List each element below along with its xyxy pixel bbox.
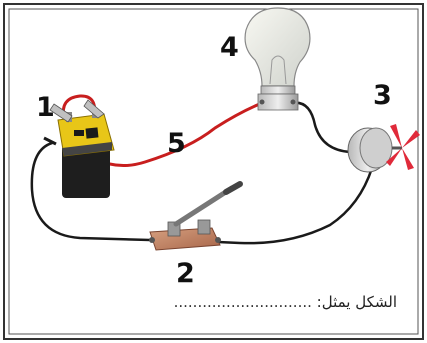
knife-switch [149,181,243,251]
wire-motor-switch [216,166,374,245]
figure-caption: الشكل يمثل: ............................… [174,293,397,311]
red-wire-5 [96,101,264,167]
label-5: 5 [167,128,186,159]
wire-lamp-motor [290,101,352,154]
light-bulb [244,7,311,111]
label-1: 1 [36,92,55,123]
outer-border [3,3,424,340]
label-4: 4 [220,32,239,63]
label-3: 3 [373,80,392,111]
caption-blank[interactable]: ............................. [173,293,312,311]
inner-border [8,8,419,335]
battery [43,99,115,198]
wire-battery-switch [30,141,152,242]
label-2: 2 [176,258,195,289]
caption-text: الشكل يمثل: [316,293,397,311]
electric-motor [347,124,420,173]
